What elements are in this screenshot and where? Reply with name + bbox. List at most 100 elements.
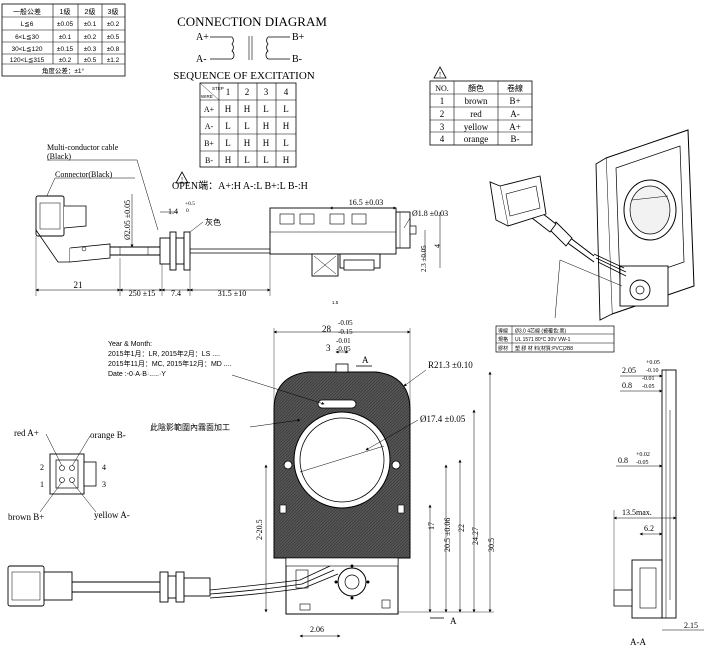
- dim-20-5: 20.5 ±0.06: [443, 518, 452, 552]
- motor-body: [269, 207, 397, 255]
- dim-1-4: 1.4: [168, 207, 178, 216]
- isometric-view: [489, 129, 695, 321]
- dim-2-05: 2.05: [622, 366, 636, 375]
- open-note: OPEN端：A+:H A-:L B+:L B-:H: [172, 179, 308, 192]
- warning-icon: [175, 171, 189, 184]
- seq-cell: H: [263, 138, 270, 148]
- spec-value: UL 1571 80°C 30V VW-1: [515, 337, 571, 343]
- wire-label: A-: [205, 122, 214, 131]
- tol-cell: ±0.1: [59, 34, 72, 41]
- excitation-table: SEQUENCE OF EXCITATION STEP WIRE 1 2 3 4…: [172, 70, 315, 192]
- pin-yellow-label: yellow A-: [94, 510, 130, 520]
- tolerance-table: 一般公差 1級 2級 3級 L≦6 ±0.05 ±0.1 ±0.2 6<L≦30…: [1, 3, 126, 77]
- corner-wire: WIRE: [201, 94, 213, 99]
- dim-2-05-tol-bot: -0.10: [646, 368, 659, 374]
- dim-28: 28: [322, 324, 332, 334]
- coil-b-icon: [265, 36, 269, 60]
- tol-cell: ±0.8: [107, 46, 120, 53]
- cable-side-view: Multi-conductor cable (Black) Connector(…: [35, 143, 448, 305]
- tol-cell: 120<L≦315: [10, 57, 45, 64]
- bottom-cable: [7, 565, 211, 607]
- iso-connector: [499, 175, 547, 227]
- date-line-1: 2015年1月：LR, 2015年2月：LS ....: [108, 349, 220, 358]
- seq-cell: H: [225, 104, 232, 114]
- svg-text:!: !: [181, 176, 183, 184]
- seq-cell: L: [283, 104, 289, 114]
- spec-label: 導線: [498, 328, 508, 335]
- wire-label: B-: [205, 156, 213, 165]
- label-a-plus: A+: [196, 32, 209, 43]
- step-3: 3: [264, 87, 269, 97]
- sequence-title: SEQUENCE OF EXCITATION: [173, 70, 315, 82]
- dim-7-4: 7.4: [171, 289, 181, 298]
- dim-2-05-tol-top: +0.05: [646, 360, 660, 366]
- dim-d17: Ø17.4 ±0.05: [420, 414, 466, 424]
- svg-text:!: !: [439, 71, 441, 79]
- tol-cell: 6<L≦30: [15, 34, 39, 41]
- label-a-minus: A-: [196, 54, 207, 65]
- dim-28-tol-bot: -0.15: [338, 328, 353, 336]
- wire-label: B+: [204, 139, 214, 148]
- wire-cell: A+: [509, 122, 521, 132]
- dim-0-8b: 0.8: [618, 456, 628, 465]
- dim-2-06: 2.06: [310, 625, 324, 634]
- step-1: 1: [226, 87, 231, 97]
- tol-cell: ±0.2: [59, 57, 72, 64]
- tol-cell: ±0.05: [57, 21, 74, 28]
- front-view: 28 -0.05 -0.15 3 -0.01 -0.05 A R21.3 ±0.…: [108, 319, 496, 638]
- seq-cell: L: [225, 138, 231, 148]
- dim-0-8b-tol-bot: -0.05: [636, 460, 649, 466]
- seq-cell: H: [225, 155, 232, 165]
- pin-1: 1: [40, 480, 44, 489]
- wire-cell: B+: [509, 96, 520, 106]
- tol-cell: ±1.2: [107, 57, 120, 64]
- wire-header-no: NO.: [435, 84, 449, 93]
- seq-cell: L: [283, 138, 289, 148]
- step-2: 2: [245, 87, 250, 97]
- side-section-view: 2.05 +0.05 -0.10 0.8 -0.01 -0.05 0.8 +0.…: [613, 360, 704, 647]
- dim-6-2: 6.2: [644, 524, 654, 533]
- dim-4: 4: [433, 244, 442, 248]
- tol-header-0: 一般公差: [13, 7, 41, 16]
- spec-label: 規格: [498, 336, 508, 343]
- tol-cell: ±0.1: [84, 21, 97, 28]
- dim-3-tol-bot: -0.05: [336, 345, 351, 353]
- seq-cell: H: [244, 138, 251, 148]
- tol-cell: 30<L≦120: [12, 46, 43, 53]
- gray-label: 灰色: [205, 217, 221, 227]
- dim-2-15: 2.15: [684, 621, 698, 630]
- tol-cell: ±0.3: [84, 46, 97, 53]
- dim-1-4-tol2: 0: [186, 208, 189, 214]
- spec-value: Ø3.0 4芯線 (被覆色:黑): [515, 328, 566, 335]
- spec-label: 膠材: [498, 345, 508, 352]
- coil-a-icon: [231, 36, 235, 60]
- connector-label: Connector(Black): [55, 170, 113, 179]
- dim-0-8a-tol-bot: -0.05: [642, 384, 655, 390]
- date-line-3: Date :-0·A·B·.....·Y: [108, 371, 166, 378]
- seq-cell: L: [263, 155, 269, 165]
- dim-1-4-tol: +0.5: [185, 201, 195, 207]
- dim-21: 21: [74, 280, 83, 290]
- label-b-plus: B+: [292, 32, 305, 43]
- wire-cell: 2: [440, 109, 445, 119]
- dim-3: 3: [326, 343, 331, 353]
- section-label: A-A: [630, 637, 646, 647]
- wire-cell: brown: [465, 96, 488, 106]
- dim-30-5: 30.5: [487, 538, 496, 552]
- tol-header-2: 2級: [85, 7, 96, 16]
- dim-2-20-5: 2-20.5: [255, 519, 264, 540]
- wire-cell: red: [470, 109, 482, 119]
- wire-cell: 1: [440, 96, 445, 106]
- pin-3: 3: [102, 480, 106, 489]
- shade-note: 此陰影範圍內霧面加工: [150, 422, 230, 432]
- dim-0-8b-tol-top: +0.02: [636, 452, 650, 458]
- wire-cell: A-: [510, 109, 520, 119]
- angle-tolerance-note: 角度公差：±1°: [42, 66, 85, 75]
- pin-brown-label: brown B+: [8, 512, 44, 522]
- tol-cell: ±0.2: [84, 34, 97, 41]
- seq-cell: L: [263, 104, 269, 114]
- dim-16-5: 16.5 ±0.03: [349, 198, 383, 207]
- wire-cell: yellow: [464, 122, 489, 132]
- tol-cell: ±0.15: [57, 46, 74, 53]
- dim-17: 17: [427, 522, 436, 530]
